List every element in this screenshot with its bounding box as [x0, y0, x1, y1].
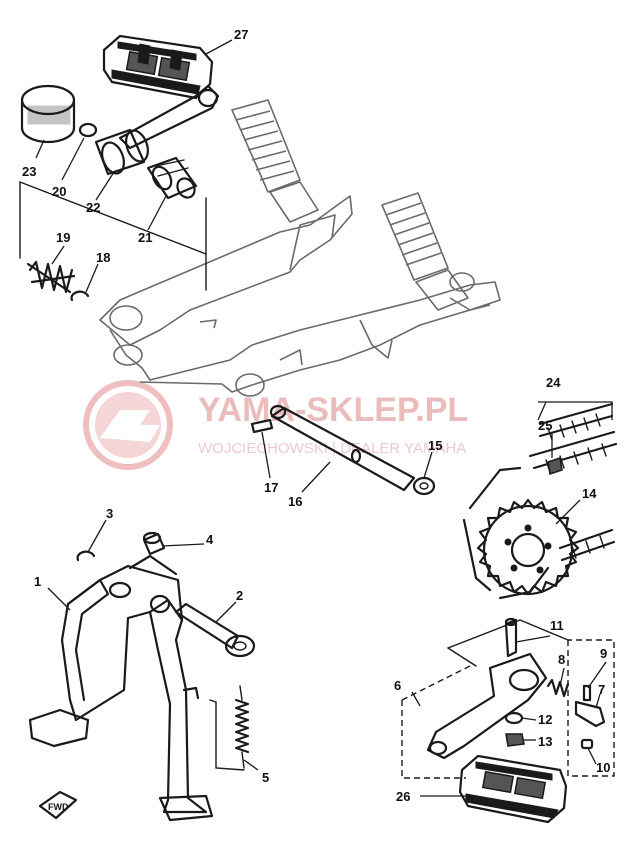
callout-8: 8 [558, 652, 565, 667]
callout-6: 6 [394, 678, 401, 693]
callout-26: 26 [396, 789, 410, 804]
callout-4: 4 [206, 532, 214, 547]
callout-23: 23 [22, 164, 36, 179]
watermark-title: YAMA-SKLEP.PL [198, 391, 468, 429]
callout-16: 16 [288, 494, 302, 509]
callout-2: 2 [236, 588, 243, 603]
frame-outline [99, 99, 501, 397]
spring-8 [546, 678, 570, 698]
callout-3: 3 [106, 506, 113, 521]
right-shock-absorber [381, 192, 469, 311]
group-bracket-left [19, 181, 207, 291]
fwd-label: FWD [48, 802, 69, 812]
callout-1: 1 [34, 574, 41, 589]
left-shock-absorber [231, 99, 319, 223]
clip-18 [70, 290, 90, 302]
kick-pedal-27 [102, 34, 214, 100]
callout-21: 21 [138, 230, 152, 245]
callout-labels: 27 23 20 22 21 19 18 17 16 15 24 25 14 3… [22, 27, 610, 804]
main-stand-1 [28, 554, 214, 822]
leader-lines [35, 39, 613, 797]
lever-7 [574, 700, 606, 728]
kick-crank-arm [118, 84, 220, 150]
circlip-3 [76, 550, 96, 562]
callout-22: 22 [86, 200, 100, 215]
nut-13 [505, 733, 525, 747]
pivot-shaft-16 [269, 404, 416, 492]
callout-14: 14 [582, 486, 597, 501]
sprocket-14 [476, 498, 580, 596]
watermark-logo [83, 380, 173, 470]
callout-7: 7 [598, 682, 605, 697]
callout-9: 9 [600, 646, 607, 661]
pedal-crank-6 [426, 652, 548, 760]
stopper-rubber-4 [142, 531, 166, 556]
callout-24: 24 [546, 375, 561, 390]
callout-20: 20 [52, 184, 66, 199]
circlip-20 [78, 122, 98, 138]
washer-12 [504, 711, 524, 725]
pin-9 [582, 684, 592, 702]
kick-boss-22 [94, 128, 149, 176]
callout-5: 5 [262, 770, 269, 785]
callout-27: 27 [234, 27, 248, 42]
fwd-arrow: FWD [38, 790, 78, 820]
pin-17 [250, 418, 274, 434]
washer-15 [412, 476, 436, 496]
callout-12: 12 [538, 712, 552, 727]
return-spring-5 [209, 685, 250, 771]
kick-shaft-21 [146, 156, 198, 200]
callout-18: 18 [96, 250, 110, 265]
rubber-cap-23 [20, 84, 76, 144]
callout-13: 13 [538, 734, 552, 749]
group-bracket-right [401, 619, 615, 779]
callout-10: 10 [596, 760, 610, 775]
pin-10 [580, 738, 594, 750]
callout-15: 15 [428, 438, 442, 453]
bolt-11 [504, 617, 518, 658]
pedal-26 [458, 754, 568, 824]
spring-19 [26, 260, 76, 294]
chain-joint-25 [547, 457, 563, 475]
watermark: YAMA-SKLEP.PL WOJCIECHOWSKI | DEALER YAM… [83, 380, 468, 470]
callout-19: 19 [56, 230, 70, 245]
callout-11: 11 [550, 618, 564, 633]
stand-shaft-2 [174, 602, 256, 658]
callout-17: 17 [264, 480, 278, 495]
callout-25: 25 [538, 418, 552, 433]
